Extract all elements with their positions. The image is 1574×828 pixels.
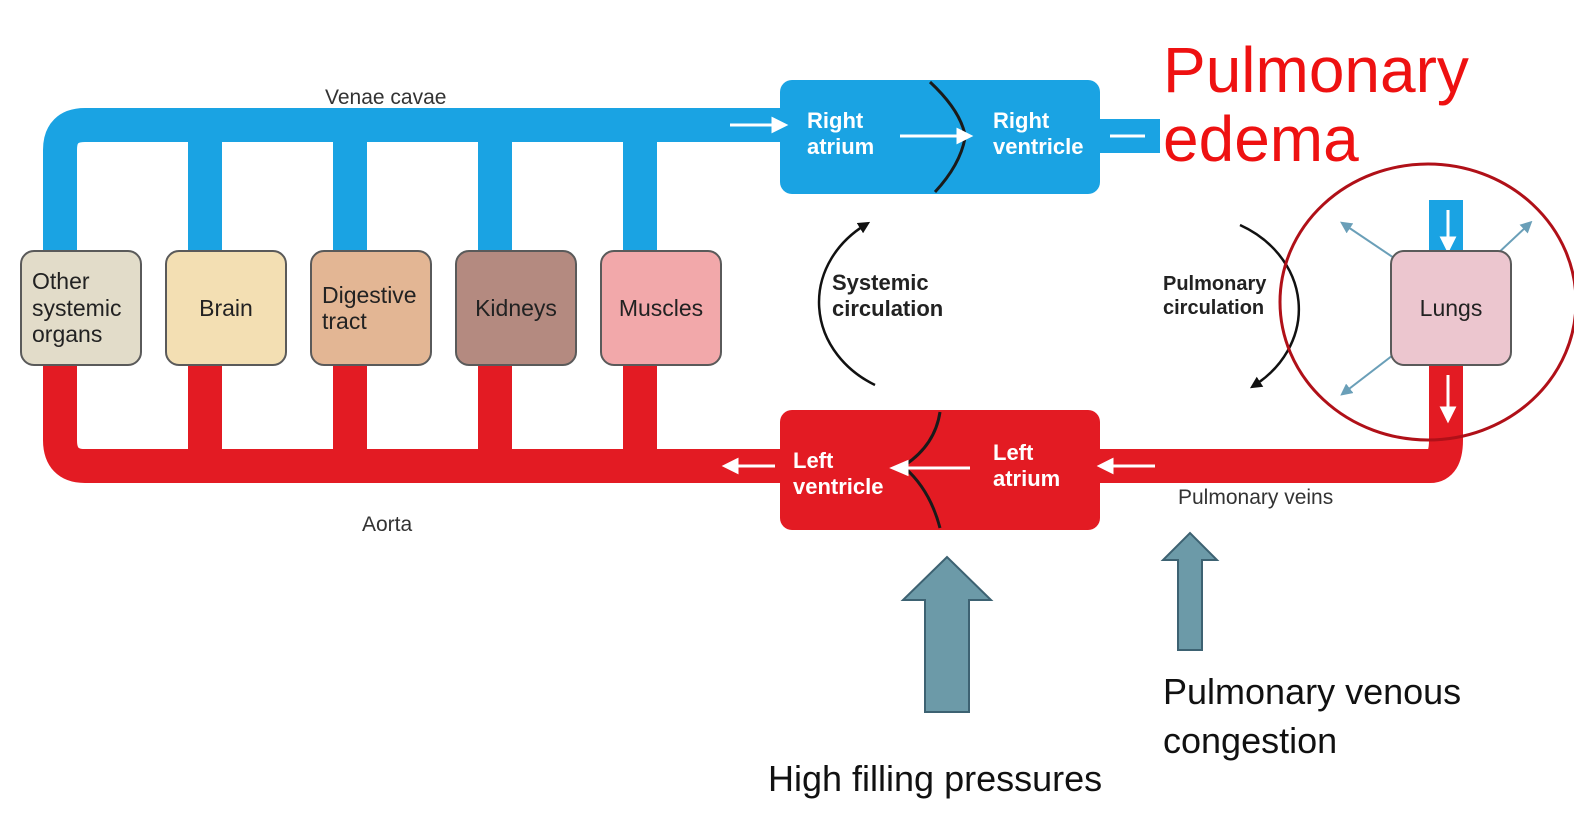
organ-digestive-tract: Digestive tract <box>310 250 432 366</box>
tricuspid-valve-upper <box>928 80 967 136</box>
flow-arrow-lv-aorta-head <box>721 457 739 475</box>
pulmonary-edema-callout: Pulmonary edema <box>1163 34 1469 176</box>
flow-arrow-lungs-out-head <box>1439 406 1457 424</box>
pulmonary-circulation-label: Pulmonary circulation <box>1163 273 1267 319</box>
mitral-valve-lower <box>904 466 942 529</box>
high-filling-pressure-arrow <box>900 555 994 713</box>
systemic-circulation-label: Systemic circulation <box>832 270 944 322</box>
mitral-valve-upper <box>904 411 942 467</box>
venae-cavae-trunk <box>43 108 785 255</box>
left-atrium-label: Left atrium <box>993 440 1061 492</box>
venous-congestion-arrow <box>1160 531 1220 651</box>
right-atrium-label: Right atrium <box>807 108 875 160</box>
systemic-circulation-arrow <box>817 221 876 387</box>
aorta-trunk <box>43 360 785 483</box>
flow-arrow-vc-ra-head <box>771 116 789 134</box>
organ-brain: Brain <box>165 250 287 366</box>
flow-arrow-ra-rv-head <box>956 127 974 145</box>
pulmonary-circulation-arrow <box>1239 223 1301 389</box>
left-heart-chamber <box>780 410 1100 530</box>
right-ventricle-label: Right ventricle <box>993 108 1084 160</box>
organ-lungs: Lungs <box>1390 250 1512 366</box>
flow-arrow-lungs-in-head <box>1439 236 1457 254</box>
pulmonary-veins-label: Pulmonary veins <box>1178 486 1334 509</box>
pulmonary-veins-vessel <box>1100 365 1463 483</box>
organ-muscles: Muscles <box>600 250 722 366</box>
left-ventricle-label: Left ventricle <box>793 448 884 500</box>
organ-kidneys: Kidneys <box>455 250 577 366</box>
tricuspid-valve-lower <box>933 137 967 194</box>
venae-cavae-label: Venae cavae <box>325 86 447 109</box>
flow-arrow-la-lv-head <box>889 459 909 477</box>
high-filling-pressures-label: High filling pressures <box>768 758 1103 799</box>
edema-highlight-circle <box>1278 162 1574 442</box>
flow-arrows <box>721 116 1457 477</box>
flow-arrow-pv-la-head <box>1096 457 1114 475</box>
aorta-label: Aorta <box>362 513 413 536</box>
pulmonary-venous-congestion-label: Pulmonary venous congestion <box>1163 671 1462 761</box>
arterial-vessels <box>43 360 1463 483</box>
organ-other-systemic: Other systemic organs <box>20 250 142 366</box>
leak-arrow-up-left <box>1340 221 1401 263</box>
